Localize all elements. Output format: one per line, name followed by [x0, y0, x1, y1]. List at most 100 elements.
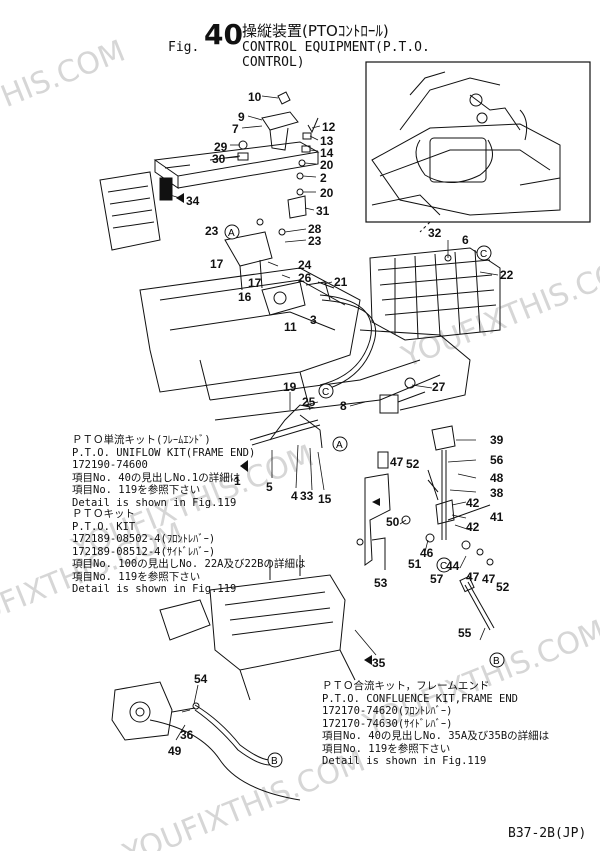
note-line: 172189-08502-4(ﾌﾛﾝﾄﾚﾊﾞｰ) — [72, 533, 216, 545]
callout-19: 19 — [283, 380, 297, 394]
callout-3: 3 — [310, 313, 317, 327]
side-lever-assembly — [356, 425, 495, 631]
figure-header: Fig. 40 操縦装置(PTOｺﾝﾄﾛｰﾙ) CONTROL EQUIPMEN… — [168, 18, 498, 70]
callout-12: 12 — [322, 120, 336, 134]
callout-44: 44 — [446, 559, 460, 573]
callout-31: 31 — [316, 204, 330, 218]
callout-23: 23 — [308, 234, 322, 248]
inset-detail-view — [365, 61, 591, 223]
callout-47: 47 — [466, 570, 480, 584]
callout-21: 21 — [334, 275, 348, 289]
note-line: 項目No. 40の見出しNo.1の詳細は — [72, 471, 241, 484]
svg-text:C: C — [322, 387, 329, 398]
note-confluence-kit: ＰＴＯ合流キット，フレームエンド P.T.O. CONFLUENCE KIT,F… — [322, 680, 549, 768]
callout-39: 39 — [490, 433, 504, 447]
title-english: CONTROL EQUIPMENT(P.T.O. CONTROL) — [242, 40, 430, 70]
callout-15: 15 — [318, 492, 332, 506]
callout-46: 46 — [420, 546, 434, 560]
note-line: ＰＴＯ単流キット(ﾌﾚｰﾑｴﾝﾄﾞ) — [72, 434, 211, 446]
callout-50: 50 — [386, 515, 400, 529]
lever-mechanism — [224, 218, 335, 316]
control-cables — [249, 294, 426, 449]
note-line: ＰＴＯキット — [72, 508, 135, 520]
note-line: P.T.O. UNIFLOW KIT(FRAME END) — [72, 446, 256, 459]
callout-38: 38 — [490, 486, 504, 500]
note-line: 項目No. 119を参照下さい — [72, 484, 201, 496]
svg-text:B: B — [271, 756, 278, 767]
callout-33: 33 — [300, 489, 314, 503]
circle-ref-b: B — [267, 752, 283, 768]
callout-4: 4 — [291, 489, 298, 503]
callout-54: 54 — [194, 672, 208, 686]
seat-part — [99, 171, 173, 251]
note-uniflow-kit: ＰＴＯ単流キット(ﾌﾚｰﾑｴﾝﾄﾞ) P.T.O. UNIFLOW KIT(FR… — [72, 434, 255, 509]
circle-ref-b: B — [489, 652, 505, 668]
leader-lines — [169, 95, 499, 741]
callout-20: 20 — [320, 186, 334, 200]
circle-ref-c: C — [436, 557, 452, 573]
callout-41: 41 — [490, 510, 504, 524]
note-line: 172170-74630(ｻｲﾄﾞﾚﾊﾞｰ) — [322, 717, 453, 730]
callout-52: 52 — [496, 580, 510, 594]
note-line: 172190-74600 — [72, 459, 148, 471]
callout-2: 2 — [320, 171, 327, 185]
svg-text:C: C — [440, 561, 447, 572]
callout-9: 9 — [238, 110, 245, 124]
circle-ref-a: A — [224, 224, 240, 240]
callout-52: 52 — [406, 457, 420, 471]
callout-48: 48 — [490, 471, 504, 485]
callout-55: 55 — [458, 626, 472, 640]
callout-24: 24 — [298, 258, 312, 272]
callout-32: 32 — [428, 226, 442, 240]
callout-35: 35 — [372, 656, 386, 670]
control-valve — [369, 247, 501, 341]
callout-5: 5 — [266, 480, 273, 494]
callout-8: 8 — [340, 399, 347, 413]
note-line: Detail is shown in Fig.119 — [72, 583, 237, 595]
note-line: 項目No. 119を参照下さい — [72, 570, 201, 583]
callout-17: 17 — [248, 276, 262, 290]
note-line: P.T.O. KIT — [72, 520, 136, 533]
svg-text:C: C — [480, 249, 487, 260]
circle-ref-c: C — [476, 245, 492, 261]
callout-13: 13 — [320, 134, 334, 148]
callout-29: 29 — [214, 140, 228, 154]
callout-7: 7 — [232, 122, 239, 136]
note-line: ＰＴＯ合流キット，フレームエンド — [322, 680, 490, 692]
pump-part — [111, 681, 271, 766]
page-code: B37-2B(JP) — [508, 826, 587, 841]
callout-53: 53 — [374, 576, 388, 590]
note-pto-kit: ＰＴＯキット P.T.O. KIT 172189-08502-4(ﾌﾛﾝﾄﾚﾊﾞ… — [72, 508, 305, 596]
callout-22: 22 — [500, 268, 514, 282]
note-line: 項目No. 40の見出しNo. 35A及び35Bの詳細は — [322, 730, 550, 742]
lower-console — [149, 555, 356, 801]
callout-36: 36 — [180, 728, 194, 742]
callout-25: 25 — [302, 395, 316, 409]
fig-prefix: Fig. — [168, 40, 200, 55]
note-line: Detail is shown in Fig.119 — [322, 755, 487, 767]
callout-56: 56 — [490, 453, 504, 467]
callout-28: 28 — [308, 222, 322, 236]
note-line: P.T.O. CONFLUENCE KIT,FRAME END — [322, 692, 518, 705]
svg-text:B: B — [493, 656, 500, 667]
note-line: 172170-74620(ﾌﾛﾝﾄﾚﾊﾞｰ) — [322, 705, 453, 717]
callout-11: 11 — [284, 320, 297, 334]
callout-14: 14 — [320, 146, 334, 160]
note-line: Detail is shown in Fig.119 — [72, 496, 237, 509]
callout-34: 34 — [186, 194, 200, 208]
svg-text:A: A — [228, 228, 235, 239]
circle-ref-a: A — [332, 436, 348, 452]
callout-20: 20 — [320, 158, 334, 172]
callout-47: 47 — [482, 572, 496, 586]
callout-17: 17 — [210, 257, 224, 271]
callout-42: 42 — [466, 520, 480, 534]
circle-ref-c: C — [318, 383, 334, 399]
title-japanese: 操縦装置(PTOｺﾝﾄﾛｰﾙ) — [242, 22, 389, 40]
svg-text:A: A — [336, 440, 343, 451]
callout-49: 49 — [168, 744, 182, 758]
callout-27: 27 — [432, 380, 446, 394]
note-line: 項目No. 100の見出しNo. 22A及び22Bの詳細は — [72, 558, 306, 570]
callout-23: 23 — [205, 224, 219, 238]
note-line: 項目No. 119を参照下さい — [322, 742, 451, 755]
